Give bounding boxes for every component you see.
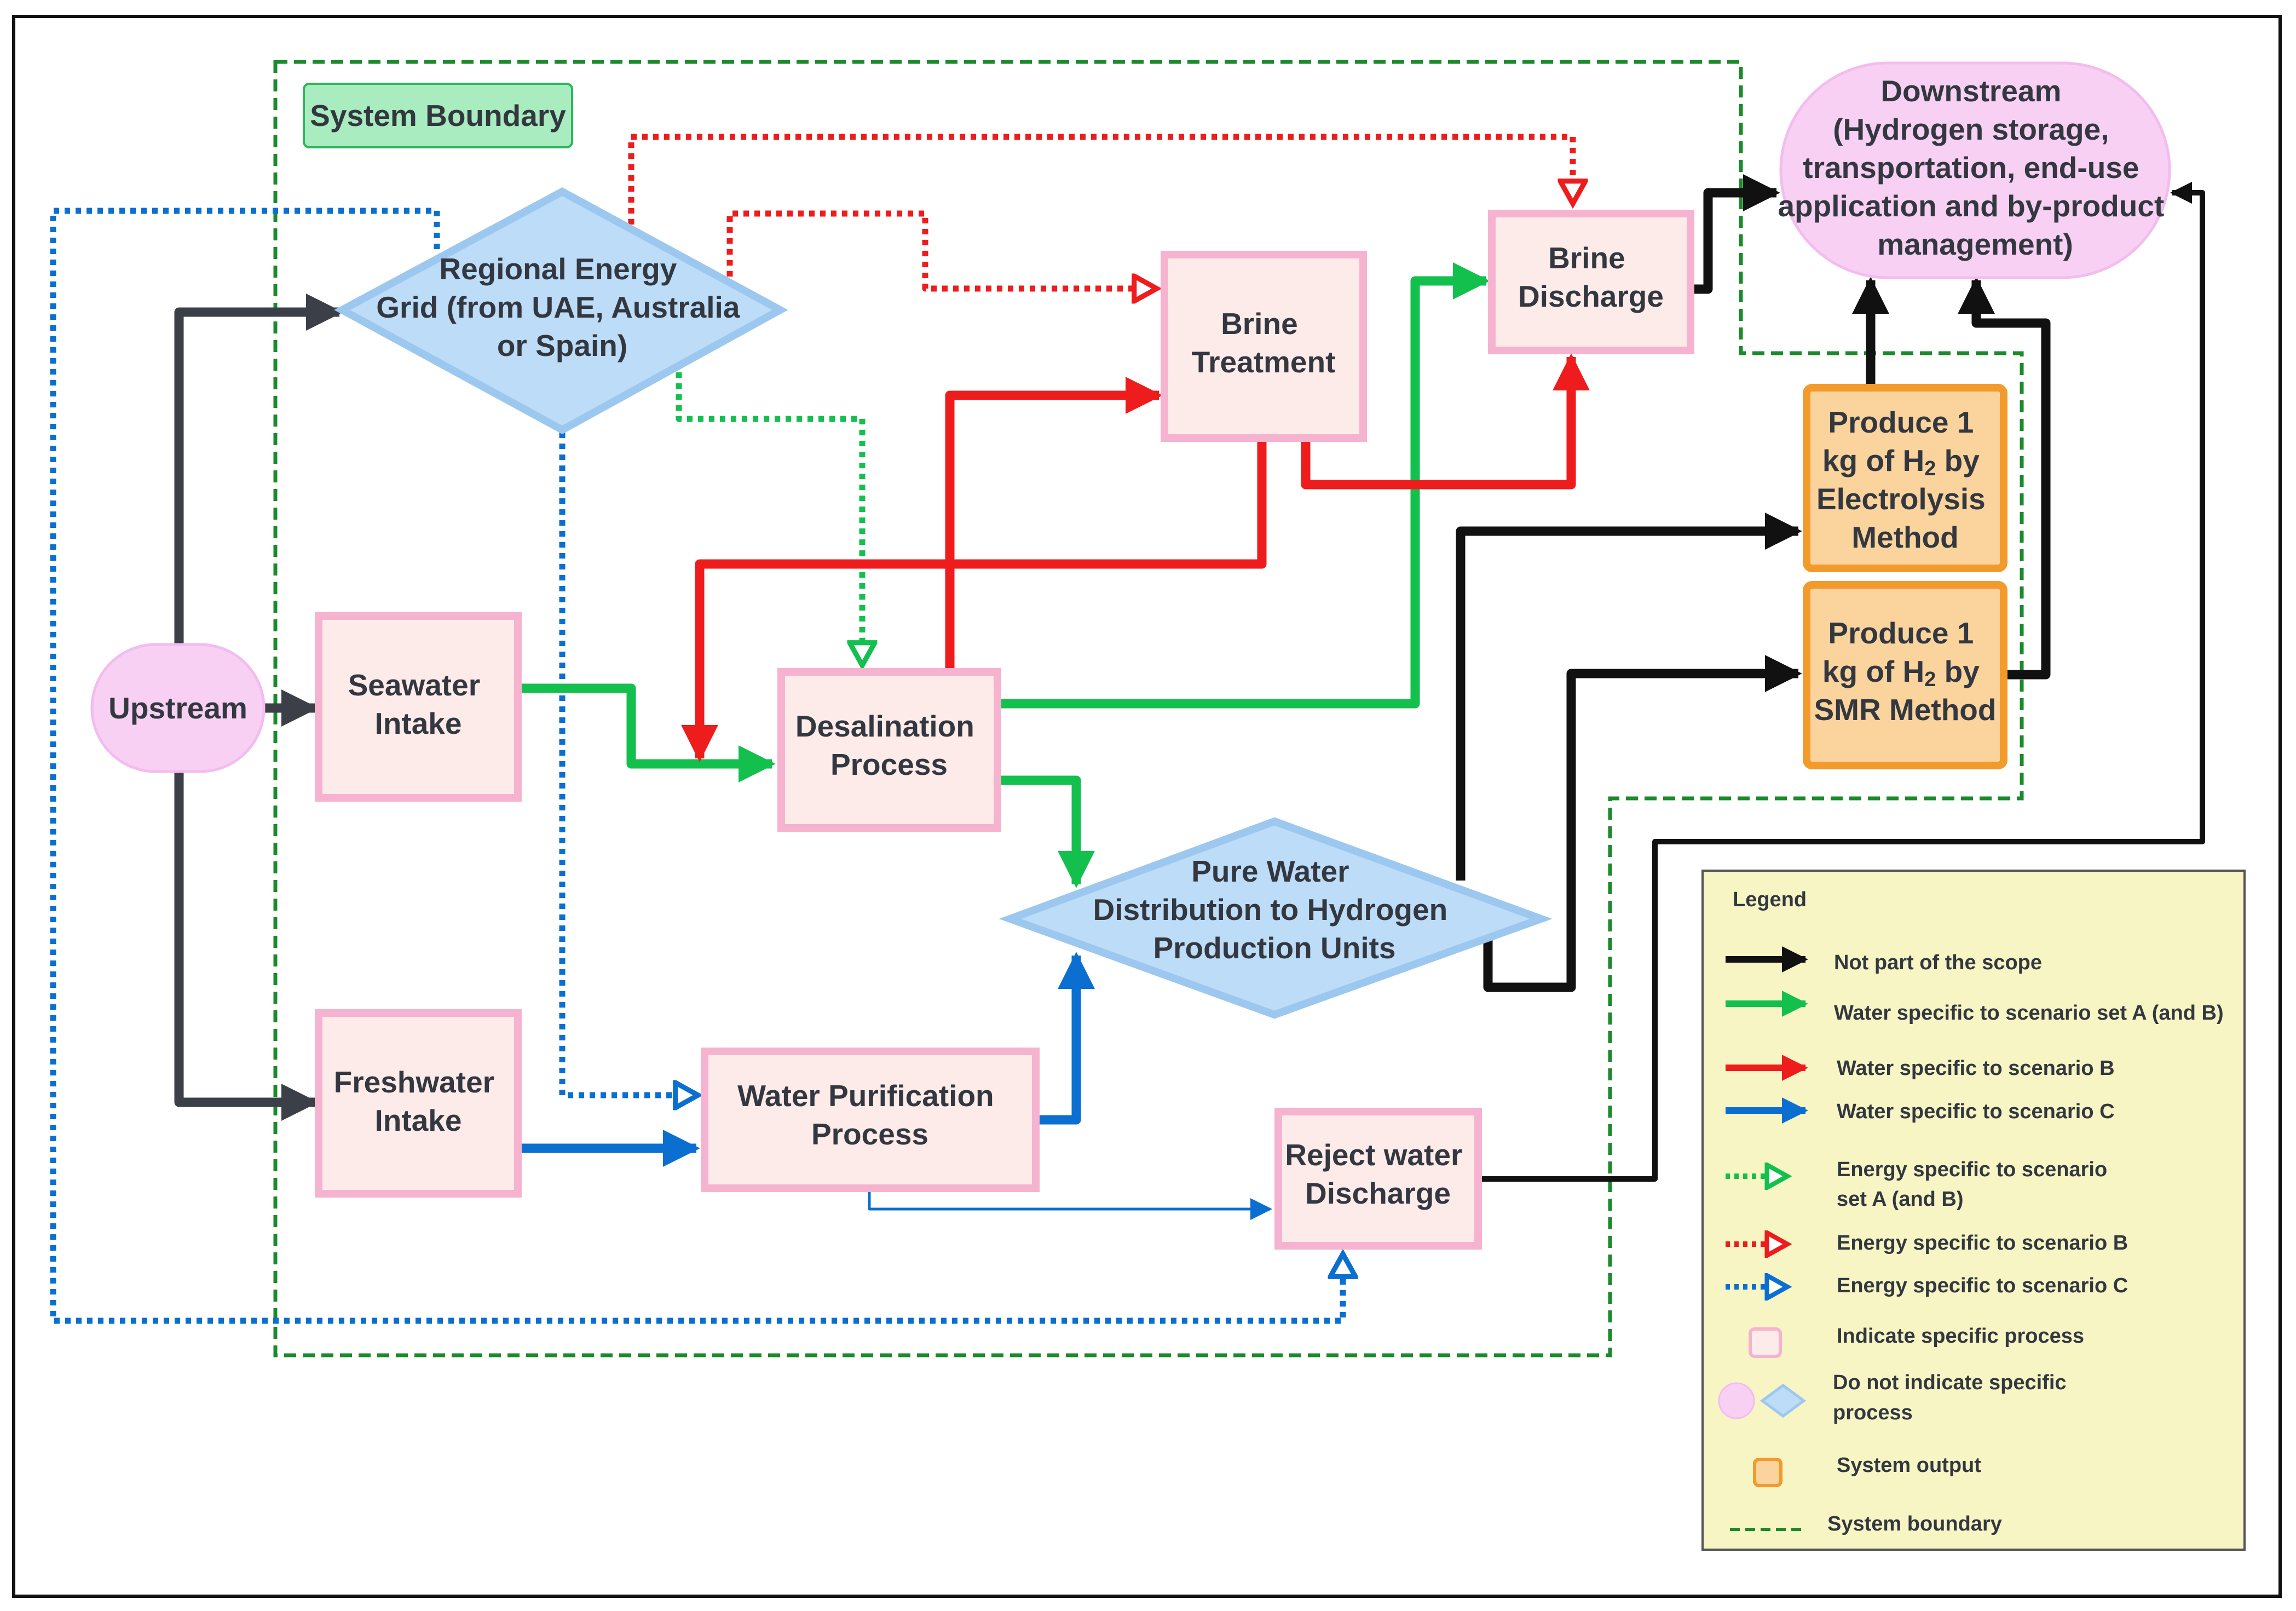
brine-discharge-to-downstream (1691, 174, 1780, 294)
reject-water-to-downstream (1478, 182, 2205, 1182)
seawater-intake-node (315, 612, 522, 802)
legend-title: Legend (1733, 888, 1807, 911)
energy-c-grid-to-purification (559, 433, 698, 1095)
legend-box (1701, 870, 2246, 1551)
water-c-purification-to-pure-water (1036, 952, 1095, 1125)
reject-water-label: Reject water Discharge (1285, 1138, 1470, 1210)
legend-swatch-process (1749, 1327, 1782, 1358)
water-a-seawater-to-desalination (518, 683, 776, 783)
desalination-node (777, 668, 1001, 832)
legend-water-b: Water specific to scenario B (1837, 1057, 2115, 1080)
legend-not-in-scope: Not part of the scope (1834, 951, 2042, 974)
legend-no-process: Do not indicate specific process (1833, 1371, 2072, 1424)
outer-frame (12, 15, 2282, 1598)
smr-label: Produce 1 kg of H2 by SMR Method (1814, 616, 1996, 727)
electrolysis-label: Produce 1 kg of H2 by Electrolysis Metho… (1816, 405, 1994, 554)
water-a-desalination-to-brine-discharge (997, 262, 1490, 709)
water-purification-node (701, 1048, 1040, 1192)
water-b-brine-treatment-to-brine-discharge (1301, 353, 1590, 490)
energy-b-grid-to-brine-treatment (726, 210, 1157, 289)
water-b-brine-treatment-to-desalination (681, 438, 1267, 762)
legend: Legend Not part of the scope Water speci… (1701, 870, 2246, 1551)
smr-to-downstream (1958, 277, 2051, 680)
water-c-purification-to-reject-water (868, 1188, 1272, 1220)
downstream-node (1779, 61, 2171, 279)
pure-water-to-electrolysis (1456, 513, 1802, 881)
smr-node (1803, 581, 2007, 769)
legend-swatch-output (1753, 1458, 1782, 1487)
legend-energy-b: Energy specific to scenario B (1837, 1232, 2128, 1255)
pure-water-to-smr (1483, 655, 1802, 992)
electrolysis-node (1803, 384, 2007, 572)
desalination-label: Desalination Process (795, 709, 983, 781)
energy-b-grid-to-brine-discharge (628, 134, 1573, 225)
reject-water-node (1274, 1108, 1482, 1250)
freshwater-intake-node (315, 1009, 522, 1198)
system-boundary-label-box (303, 83, 573, 148)
legend-swatch-pink-oval (1718, 1382, 1755, 1419)
water-a-desalination-to-pure-water (997, 775, 1095, 888)
system-boundary (273, 60, 2024, 1357)
upstream-to-freshwater (174, 772, 319, 1121)
water-purification-label: Water Purification Process (737, 1079, 1002, 1151)
brine-treatment-label: Brine Treatment (1192, 307, 1336, 379)
brine-treatment-node (1161, 251, 1367, 442)
legend-specific-process: Indicate specific process (1837, 1325, 2084, 1348)
legend-system-output: System output (1837, 1454, 1981, 1477)
upstream-to-grid (174, 294, 343, 645)
brine-discharge-label: Brine Discharge (1518, 241, 1664, 313)
brine-discharge-node (1488, 210, 1694, 354)
downstream-label: Downstream (Hydrogen storage, transporta… (1778, 74, 2172, 261)
water-b-desalination-to-brine-treatment (945, 377, 1163, 669)
energy-a-grid-to-desalination (676, 372, 862, 665)
pure-water-label: Pure Water Distribution to Hydrogen Prod… (1093, 854, 1456, 965)
regional-grid-diamond (334, 187, 788, 434)
energy-c-grid-to-reject-water (50, 208, 1343, 1324)
legend-energy-c: Energy specific to scenario C (1837, 1274, 2128, 1297)
legend-water-c: Water specific to scenario C (1837, 1100, 2115, 1123)
upstream-label: Upstream (108, 691, 247, 725)
legend-system-boundary: System boundary (1827, 1512, 2002, 1535)
legend-energy-a: Energy specific to scenario set A (and B… (1837, 1158, 2113, 1211)
connectors (50, 134, 2205, 1324)
system-boundary-label: System Boundary (310, 99, 566, 133)
legend-swatch-diamond (1760, 1383, 1807, 1418)
seawater-intake-label: Seawater Intake (348, 668, 489, 740)
upstream-node (90, 643, 266, 773)
pure-water-diamond (999, 817, 1553, 1019)
regional-grid-label: Regional Energy Grid (from UAE, Australi… (376, 252, 748, 363)
legend-water-a: Water specific to scenario set A (and B) (1834, 1002, 2224, 1025)
freshwater-intake-label: Freshwater Intake (334, 1065, 503, 1137)
